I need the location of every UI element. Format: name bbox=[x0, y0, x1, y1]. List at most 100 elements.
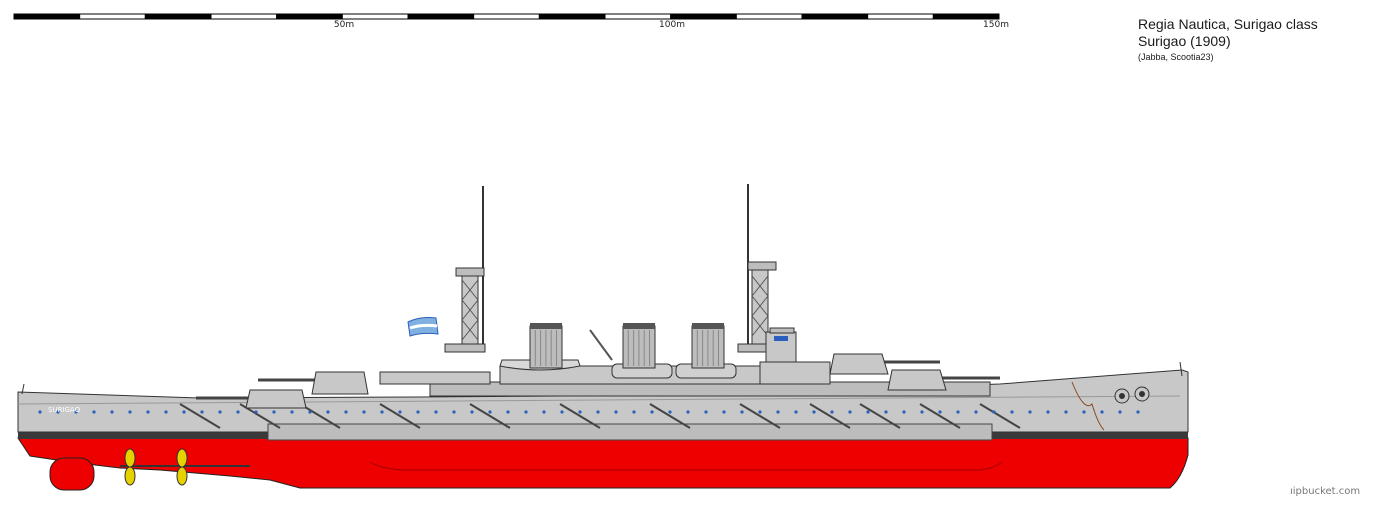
porthole bbox=[236, 410, 240, 414]
porthole bbox=[290, 410, 294, 414]
porthole bbox=[92, 410, 96, 414]
porthole bbox=[380, 410, 384, 414]
casemate-gun bbox=[859, 403, 901, 429]
scale-bar bbox=[13, 13, 1000, 20]
casemate-gun bbox=[559, 403, 601, 429]
title-block: Regia Nautica, Surigao class Surigao (19… bbox=[1138, 16, 1318, 64]
ship-title: Surigao (1909) bbox=[1138, 33, 1231, 49]
propeller-forward bbox=[176, 448, 188, 486]
porthole bbox=[884, 410, 888, 414]
mast-aft bbox=[444, 186, 486, 353]
porthole bbox=[488, 410, 492, 414]
porthole bbox=[272, 410, 276, 414]
porthole bbox=[56, 410, 60, 414]
casemate-gun bbox=[179, 403, 221, 429]
porthole bbox=[470, 410, 474, 414]
porthole bbox=[920, 410, 924, 414]
porthole bbox=[974, 410, 978, 414]
credits: (Jabba, Scootia23) bbox=[1138, 52, 1214, 62]
porthole bbox=[218, 410, 222, 414]
porthole bbox=[308, 410, 312, 414]
turret-aft-1 bbox=[258, 371, 369, 395]
porthole bbox=[128, 410, 132, 414]
propeller-aft bbox=[124, 448, 136, 486]
turret-forward-2 bbox=[887, 369, 1000, 391]
porthole bbox=[722, 410, 726, 414]
casemate-gun bbox=[379, 403, 421, 429]
porthole bbox=[506, 410, 510, 414]
porthole bbox=[74, 410, 78, 414]
porthole bbox=[1028, 410, 1032, 414]
porthole bbox=[1010, 410, 1014, 414]
porthole bbox=[362, 410, 366, 414]
porthole bbox=[992, 410, 996, 414]
porthole bbox=[578, 410, 582, 414]
bridge-windows bbox=[774, 336, 788, 341]
casemate-gun bbox=[739, 403, 781, 429]
porthole bbox=[1046, 410, 1050, 414]
porthole bbox=[668, 410, 672, 414]
class-title: Regia Nautica, Surigao class bbox=[1138, 16, 1318, 32]
watermark: ıipbucket.com bbox=[1290, 486, 1361, 497]
porthole bbox=[812, 410, 816, 414]
bridge-platform bbox=[769, 327, 795, 334]
casemate-gun bbox=[649, 403, 691, 429]
porthole bbox=[704, 410, 708, 414]
porthole bbox=[1082, 410, 1086, 414]
rudder bbox=[49, 457, 95, 491]
anchor-hawse-1 bbox=[1114, 388, 1130, 404]
porthole bbox=[524, 410, 528, 414]
casemate-gun bbox=[299, 403, 341, 429]
jack-staff bbox=[1179, 361, 1183, 377]
porthole bbox=[146, 410, 150, 414]
casemate-gun bbox=[469, 403, 511, 429]
porthole bbox=[794, 410, 798, 414]
porthole bbox=[650, 410, 654, 414]
scale-segments bbox=[13, 13, 1000, 20]
underwater-hull bbox=[17, 437, 1189, 489]
boat-crane bbox=[589, 329, 613, 361]
porthole bbox=[110, 410, 114, 414]
porthole bbox=[560, 410, 564, 414]
ensign-staff bbox=[21, 383, 25, 395]
porthole bbox=[956, 410, 960, 414]
bridge-forward bbox=[759, 361, 831, 385]
porthole bbox=[866, 410, 870, 414]
casemate-gun bbox=[809, 403, 851, 429]
bridge-aft bbox=[379, 371, 491, 385]
porthole bbox=[938, 410, 942, 414]
porthole bbox=[614, 410, 618, 414]
scale-label-100m: 100m bbox=[659, 20, 685, 30]
porthole bbox=[902, 410, 906, 414]
porthole bbox=[254, 410, 258, 414]
anchor-chain bbox=[1071, 381, 1105, 431]
anchor-hawse-2 bbox=[1134, 386, 1150, 402]
funnel-bands bbox=[534, 330, 719, 366]
mast-forward bbox=[737, 184, 783, 353]
armour-belt bbox=[267, 423, 993, 441]
porthole bbox=[542, 410, 546, 414]
porthole bbox=[1118, 410, 1122, 414]
porthole bbox=[344, 410, 348, 414]
scale-label-150m: 150m bbox=[983, 20, 1009, 30]
porthole bbox=[758, 410, 762, 414]
porthole bbox=[776, 410, 780, 414]
bilge-keel bbox=[369, 461, 1003, 471]
porthole bbox=[326, 410, 330, 414]
porthole bbox=[200, 410, 204, 414]
porthole bbox=[848, 410, 852, 414]
porthole bbox=[1100, 410, 1104, 414]
porthole bbox=[434, 410, 438, 414]
porthole bbox=[686, 410, 690, 414]
porthole bbox=[398, 410, 402, 414]
porthole bbox=[164, 410, 168, 414]
porthole bbox=[632, 410, 636, 414]
casemate-guns bbox=[179, 403, 1021, 429]
porthole bbox=[1136, 410, 1140, 414]
portholes bbox=[38, 410, 1140, 414]
scale-label-50m: 50m bbox=[333, 20, 355, 30]
porthole bbox=[596, 410, 600, 414]
casemate-gun bbox=[919, 403, 961, 429]
porthole bbox=[452, 410, 456, 414]
